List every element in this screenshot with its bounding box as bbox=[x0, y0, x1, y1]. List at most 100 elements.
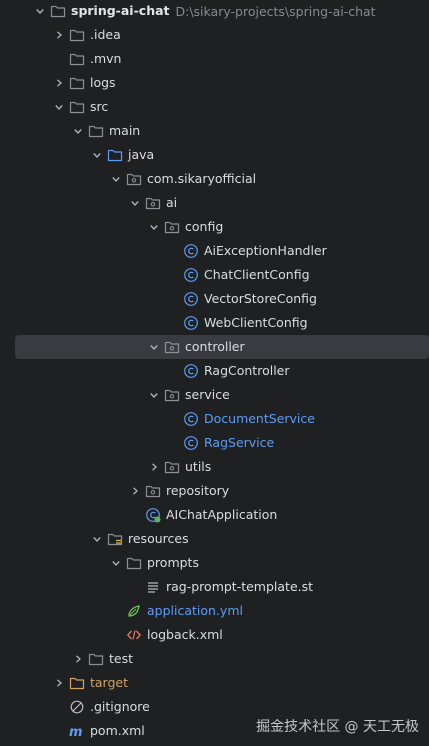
package-icon bbox=[164, 459, 180, 475]
class-icon bbox=[183, 315, 199, 331]
tree-row-controller[interactable]: controller bbox=[15, 335, 429, 359]
tree-label: application.yml bbox=[147, 603, 243, 618]
tree-label: .idea bbox=[90, 27, 121, 42]
tree-row-main[interactable]: main bbox=[0, 119, 429, 143]
tree-label: pom.xml bbox=[90, 723, 145, 738]
tree-row-rag-prompt-template-st[interactable]: rag-prompt-template.st bbox=[0, 575, 429, 599]
chevron-right-icon[interactable] bbox=[72, 653, 84, 665]
tree-row-vectorstoreconfig[interactable]: VectorStoreConfig bbox=[0, 287, 429, 311]
package-icon bbox=[164, 219, 180, 235]
chevron-down-icon[interactable] bbox=[91, 149, 103, 161]
folder-icon bbox=[69, 75, 85, 91]
package-icon bbox=[145, 195, 161, 211]
tree-row-service[interactable]: service bbox=[0, 383, 429, 407]
tree-row-utils[interactable]: utils bbox=[0, 455, 429, 479]
chevron-right-icon[interactable] bbox=[53, 77, 65, 89]
tree-label: service bbox=[185, 387, 230, 402]
tree-label: RagController bbox=[204, 363, 290, 378]
chevron-down-icon[interactable] bbox=[110, 173, 122, 185]
tree-row-com-sikaryofficial[interactable]: com.sikaryofficial bbox=[0, 167, 429, 191]
chevron-down-icon[interactable] bbox=[34, 5, 46, 17]
tree-row-documentservice[interactable]: DocumentService bbox=[0, 407, 429, 431]
chevron-spacer bbox=[129, 581, 141, 593]
tree-row-pom-xml[interactable]: m pom.xml bbox=[0, 719, 429, 743]
chevron-spacer bbox=[167, 269, 179, 281]
tree-row-webclientconfig[interactable]: WebClientConfig bbox=[0, 311, 429, 335]
chevron-right-icon[interactable] bbox=[53, 677, 65, 689]
tree-row-logback-xml[interactable]: logback.xml bbox=[0, 623, 429, 647]
chevron-right-icon[interactable] bbox=[129, 485, 141, 497]
tree-row-test[interactable]: test bbox=[0, 647, 429, 671]
chevron-down-icon[interactable] bbox=[148, 221, 160, 233]
tree-row-java[interactable]: java bbox=[0, 143, 429, 167]
chevron-spacer bbox=[167, 317, 179, 329]
tree-row-idea[interactable]: .idea bbox=[0, 23, 429, 47]
tree-row-mvn[interactable]: .mvn bbox=[0, 47, 429, 71]
chevron-right-icon[interactable] bbox=[53, 29, 65, 41]
chevron-spacer bbox=[167, 365, 179, 377]
chevron-spacer bbox=[167, 293, 179, 305]
class-icon bbox=[183, 243, 199, 259]
tree-row-config[interactable]: config bbox=[0, 215, 429, 239]
folder-icon bbox=[88, 123, 104, 139]
tree-row-aichatapplication[interactable]: AIChatApplication bbox=[0, 503, 429, 527]
maven-icon: m bbox=[69, 723, 85, 739]
chevron-spacer bbox=[110, 605, 122, 617]
chevron-down-icon[interactable] bbox=[148, 389, 160, 401]
watermark: 掘金技术社区 @ 天工无极 bbox=[256, 719, 419, 735]
tree-row-logs[interactable]: logs bbox=[0, 71, 429, 95]
tree-row-ragservice[interactable]: RagService bbox=[0, 431, 429, 455]
tree-row-chatclientconfig[interactable]: ChatClientConfig bbox=[0, 263, 429, 287]
tree-label: .gitignore bbox=[90, 699, 150, 714]
tree-label: main bbox=[109, 123, 141, 138]
tree-row-gitignore[interactable]: .gitignore bbox=[0, 695, 429, 719]
tree-label: DocumentService bbox=[204, 411, 315, 426]
tree-row-repository[interactable]: repository bbox=[0, 479, 429, 503]
chevron-spacer bbox=[110, 629, 122, 641]
chevron-spacer bbox=[53, 725, 65, 737]
tree-label: AiExceptionHandler bbox=[204, 243, 327, 258]
chevron-down-icon[interactable] bbox=[129, 197, 141, 209]
tree-label: rag-prompt-template.st bbox=[166, 579, 314, 594]
tree-label: config bbox=[185, 219, 224, 234]
spring-boot-class-icon bbox=[145, 507, 161, 523]
tree-row-ai[interactable]: ai bbox=[0, 191, 429, 215]
project-path: D:\sikary-projects\spring-ai-chat bbox=[175, 3, 376, 19]
class-icon bbox=[183, 363, 199, 379]
tree-label: com.sikaryofficial bbox=[147, 171, 257, 186]
chevron-down-icon[interactable] bbox=[91, 533, 103, 545]
svg-text:m: m bbox=[69, 725, 83, 739]
text-file-icon bbox=[145, 579, 161, 595]
chevron-spacer bbox=[167, 413, 179, 425]
chevron-down-icon[interactable] bbox=[53, 101, 65, 113]
tree-row-ragcontroller[interactable]: RagController bbox=[0, 359, 429, 383]
tree-label: AIChatApplication bbox=[166, 507, 278, 522]
tree-label: resources bbox=[128, 531, 189, 546]
tree-label: logs bbox=[90, 75, 116, 90]
class-icon bbox=[183, 267, 199, 283]
tree-row-prompts[interactable]: prompts bbox=[0, 551, 429, 575]
chevron-down-icon[interactable] bbox=[110, 557, 122, 569]
tree-label: java bbox=[128, 147, 155, 162]
chevron-down-icon[interactable] bbox=[72, 125, 84, 137]
class-icon bbox=[183, 291, 199, 307]
tree-row-application-yml[interactable]: application.yml bbox=[0, 599, 429, 623]
tree-row-target[interactable]: target bbox=[0, 671, 429, 695]
chevron-right-icon[interactable] bbox=[148, 461, 160, 473]
source-folder-icon bbox=[107, 147, 123, 163]
tree-label: target bbox=[90, 675, 129, 690]
folder-icon bbox=[69, 99, 85, 115]
chevron-down-icon[interactable] bbox=[148, 341, 160, 353]
tree-label: .mvn bbox=[90, 51, 122, 66]
folder-icon bbox=[69, 27, 85, 43]
tree-label: prompts bbox=[147, 555, 199, 570]
resources-folder-icon bbox=[107, 531, 123, 547]
class-icon bbox=[183, 435, 199, 451]
tree-row-resources[interactable]: resources bbox=[0, 527, 429, 551]
tree-row-src[interactable]: src bbox=[0, 95, 429, 119]
tree-row-aiexceptionhandler[interactable]: AiExceptionHandler bbox=[0, 239, 429, 263]
tree-label: utils bbox=[185, 459, 212, 474]
chevron-spacer bbox=[167, 437, 179, 449]
package-icon bbox=[164, 339, 180, 355]
